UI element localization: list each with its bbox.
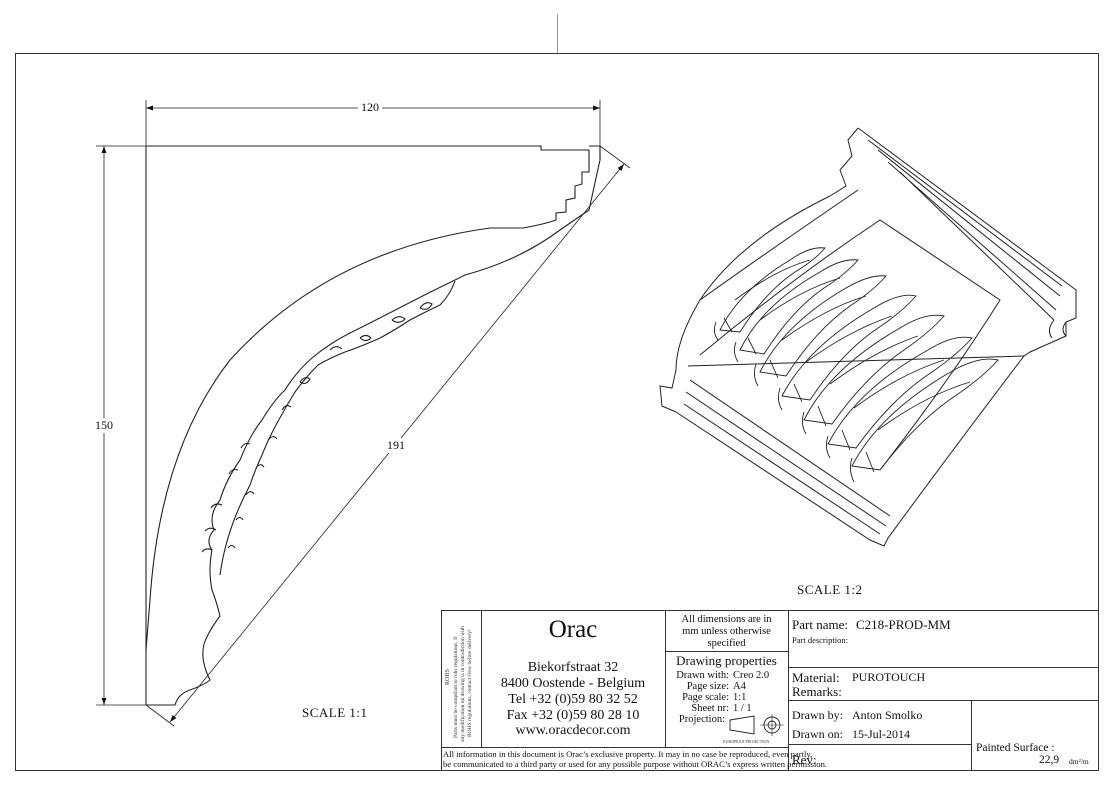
dimensions-note-3: specified: [707, 638, 746, 649]
painted-surface-label: Painted Surface :: [976, 742, 1055, 754]
company-tel: Tel +32 (0)59 80 32 52: [508, 692, 638, 707]
drawn-by-value: Anton Smolko: [852, 708, 923, 722]
rohs-note-title: ROHS: [445, 668, 451, 685]
company-fax: Fax +32 (0)59 80 28 10: [506, 708, 640, 723]
company-website: www.oracdecor.com: [515, 723, 631, 738]
projection-symbol-icon: [729, 714, 784, 736]
rev-label: Rev:: [792, 752, 817, 767]
part-description-label: Part description:: [792, 635, 848, 645]
profile-scale-label: SCALE 1:1: [302, 705, 368, 720]
dim-width-label: 120: [358, 100, 382, 115]
sheet-nr-value: 1 / 1: [733, 703, 752, 714]
page-size-value: A4: [733, 681, 746, 692]
iso-scale-label: SCALE 1:2: [797, 582, 863, 597]
page-size-label: Page size:: [686, 681, 729, 692]
drawn-by-label: Drawn by:: [792, 708, 843, 722]
drawn-with-label: Drawn with:: [676, 670, 729, 681]
drawn-on-label: Drawn on:: [792, 727, 843, 741]
address-street: Biekorfstraat 32: [527, 660, 619, 675]
sheet-frame: [15, 53, 1099, 771]
disclaimer-line-1: All information in this document is Orac…: [443, 749, 813, 759]
painted-surface-value: 22,9: [1039, 754, 1060, 766]
drawn-on-value: 15-Jul-2014: [852, 727, 910, 741]
rohs-note-line-3: ROHS regulations, contact Orac before de…: [467, 629, 473, 737]
remarks-label: Remarks:: [792, 684, 842, 699]
dim-diagonal-label: 191: [384, 438, 408, 453]
drawn-with-value: Creo 2.0: [733, 670, 770, 681]
page-scale-label: Page scale:: [682, 692, 729, 703]
sheet-center-mark: [557, 14, 558, 54]
dimensions-note-1: All dimensions are in: [681, 614, 772, 625]
disclaimer-line-2: be communicated to a third party or used…: [443, 759, 828, 769]
drawing-properties-title: Drawing properties: [676, 653, 777, 668]
projection-caption: EUROPEAN PROJECTION: [723, 739, 770, 744]
title-block: Parts must be compliant to rohs regulati…: [441, 610, 1099, 771]
part-name-label: Part name:: [792, 617, 848, 632]
company-name: Orac: [548, 616, 598, 643]
sheet-nr-label: Sheet nr:: [691, 703, 729, 714]
painted-surface-unit: dm²/m: [1069, 757, 1089, 766]
material-value: PUROTOUCH: [852, 670, 926, 684]
projection-label: Projection:: [678, 714, 725, 725]
rohs-note-line-1: Parts must be compliant to rohs regulati…: [453, 636, 459, 738]
dimensions-note-2: mm unless otherwise: [682, 626, 771, 637]
dim-height-label: 150: [92, 418, 116, 433]
part-name-value: C218-PROD-MM: [856, 617, 951, 632]
address-city: 8400 Oostende - Belgium: [500, 676, 646, 691]
material-label: Material:: [792, 670, 840, 685]
rohs-note-line-2: any modification on drawing is in contra…: [460, 626, 466, 742]
page-scale-value: 1:1: [733, 692, 747, 703]
isometric-view: [659, 127, 1077, 547]
